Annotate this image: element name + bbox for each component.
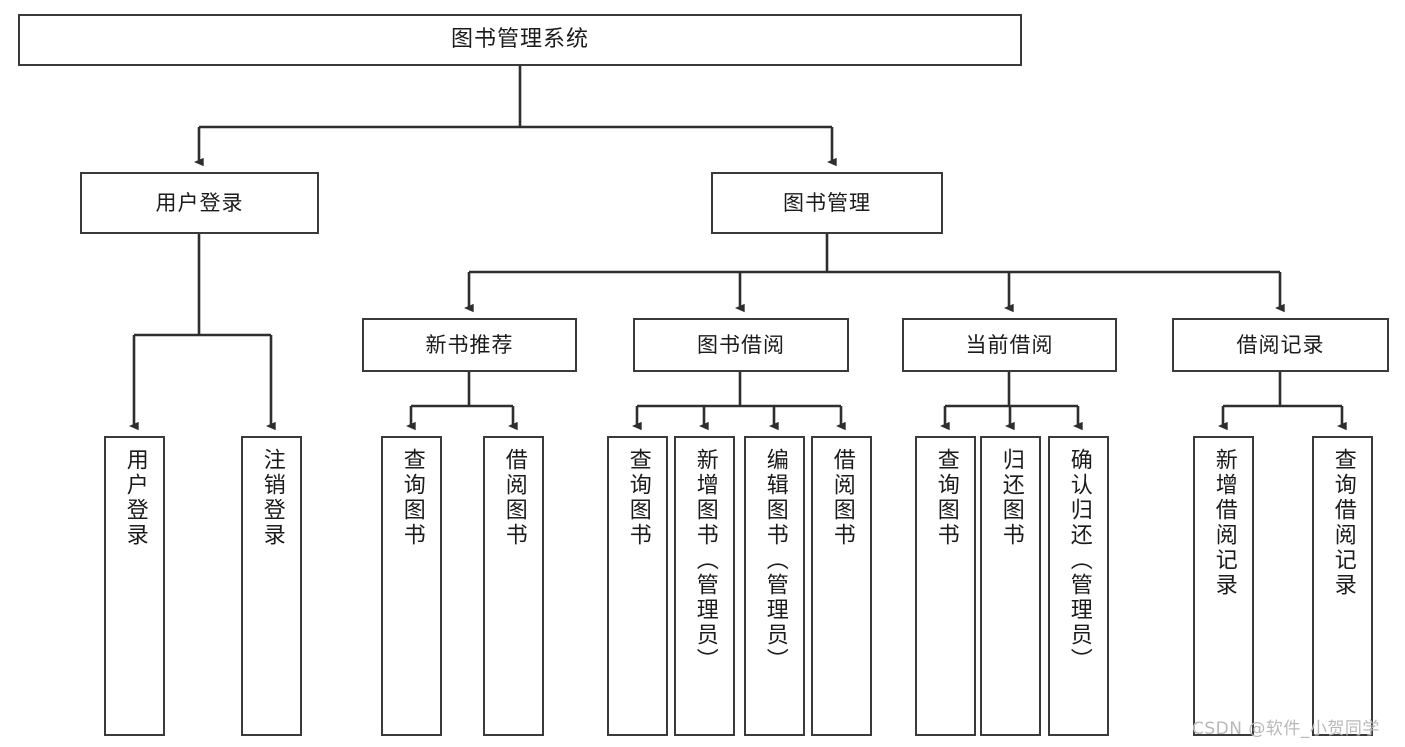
node-label: 新书推荐 xyxy=(425,332,514,357)
node-label: 借阅图书 xyxy=(829,448,855,548)
leaf-query-book-3[interactable]: 查询图书 xyxy=(915,436,976,736)
leaf-query-book-1[interactable]: 查询图书 xyxy=(381,436,442,736)
leaf-query-record[interactable]: 查询借阅记录 xyxy=(1312,436,1373,736)
leaf-return-book[interactable]: 归还图书 xyxy=(980,436,1041,736)
node-root-system[interactable]: 图书管理系统 xyxy=(18,14,1022,66)
node-label: 注销登录 xyxy=(259,448,285,548)
leaf-borrow-book-2[interactable]: 借阅图书 xyxy=(811,436,872,736)
leaf-query-book-2[interactable]: 查询图书 xyxy=(607,436,668,736)
node-current-borrow[interactable]: 当前借阅 xyxy=(902,318,1117,372)
node-label: 借阅图书 xyxy=(501,448,527,548)
node-label: 查询借阅记录 xyxy=(1330,448,1356,598)
node-label: 用户登录 xyxy=(122,448,148,548)
node-label: 借阅记录 xyxy=(1236,332,1325,357)
leaf-borrow-book-1[interactable]: 借阅图书 xyxy=(483,436,544,736)
node-label: 查询图书 xyxy=(625,448,651,548)
node-borrow-record[interactable]: 借阅记录 xyxy=(1172,318,1389,372)
leaf-add-book[interactable]: 新增图书（管理员） xyxy=(674,436,735,736)
leaf-add-record[interactable]: 新增借阅记录 xyxy=(1193,436,1254,736)
node-label: 当前借阅 xyxy=(965,332,1054,357)
node-label: 确认归还（管理员） xyxy=(1066,448,1092,673)
leaf-user-logout[interactable]: 注销登录 xyxy=(241,436,302,736)
leaf-user-login[interactable]: 用户登录 xyxy=(104,436,165,736)
node-new-book-recommend[interactable]: 新书推荐 xyxy=(362,318,577,372)
node-label: 查询图书 xyxy=(399,448,425,548)
node-label: 图书借阅 xyxy=(697,332,785,357)
node-label: 图书管理 xyxy=(783,190,871,215)
watermark-text: CSDN @软件_小贺同学 xyxy=(1192,719,1380,739)
leaf-edit-book[interactable]: 编辑图书（管理员） xyxy=(744,436,805,736)
node-label: 图书管理系统 xyxy=(450,27,589,53)
node-label: 归还图书 xyxy=(998,448,1024,548)
node-label: 编辑图书（管理员） xyxy=(762,448,788,673)
node-label: 新增图书（管理员） xyxy=(692,448,718,673)
node-book-borrow[interactable]: 图书借阅 xyxy=(633,318,849,372)
node-label: 查询图书 xyxy=(933,448,959,548)
node-book-manage[interactable]: 图书管理 xyxy=(711,172,943,234)
node-user-login[interactable]: 用户登录 xyxy=(80,172,319,234)
node-label: 用户登录 xyxy=(155,190,244,215)
node-label: 新增借阅记录 xyxy=(1211,448,1237,598)
leaf-confirm-return[interactable]: 确认归还（管理员） xyxy=(1048,436,1109,736)
